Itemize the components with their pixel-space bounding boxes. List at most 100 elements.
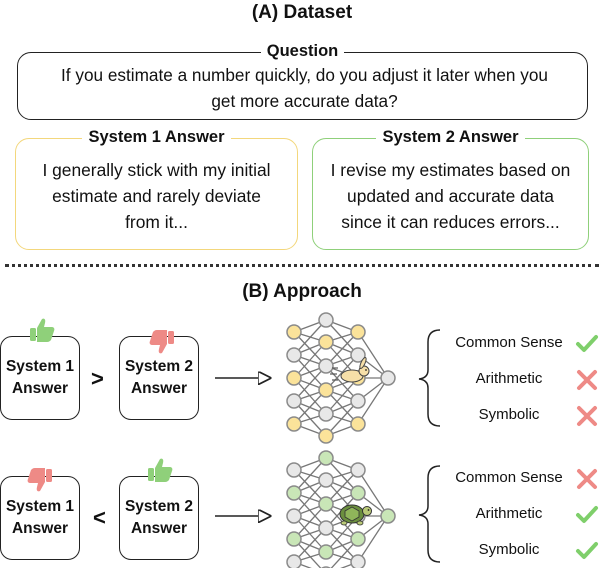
network-node [318, 406, 334, 422]
network-node [286, 462, 302, 478]
question-box: Question If you estimate a number quickl… [17, 42, 588, 120]
system1-answer-box: System 1 Answer I generally stick with m… [15, 128, 298, 250]
network-node [286, 416, 302, 432]
row1-system1-line: Answer [11, 380, 68, 397]
row2-system2-line: System 2 [124, 498, 194, 515]
cross-icon [577, 469, 597, 489]
approach-title: (B) Approach [242, 281, 362, 302]
turtle-icon [339, 504, 372, 526]
system2-line: since it can reduces errors... [341, 212, 560, 232]
network-edge [293, 457, 327, 494]
network-node [318, 312, 334, 328]
cross-icon [577, 370, 597, 390]
network-edge [293, 341, 327, 379]
question-text: If you estimate a number quickly, do you… [32, 62, 577, 114]
row1-brace [418, 329, 441, 427]
network-edge [325, 400, 359, 437]
network-edge [325, 469, 359, 505]
thumbs-up-icon [30, 318, 55, 342]
system1-line: estimate and rarely deviate [52, 186, 261, 206]
network-edge [357, 377, 389, 425]
network-edge [293, 479, 327, 517]
row2-result-label: Arithmetic [475, 505, 543, 522]
row2-system2-box: System 2 Answer [119, 476, 199, 560]
network-edge [293, 319, 327, 356]
network-node [286, 554, 302, 568]
system1-answer-label: System 1 Answer [82, 128, 231, 146]
row1-result-label: Arithmetic [475, 370, 543, 387]
row2-system1-line: Answer [11, 520, 68, 537]
network-node [350, 324, 366, 340]
system2-answer-text: I revise my estimates based on updated a… [321, 157, 580, 235]
network-edge [357, 515, 389, 563]
row1-system2-line: System 2 [124, 358, 194, 375]
row2-result-label: Symbolic [478, 541, 540, 558]
network-node [350, 485, 366, 501]
row1-system1-box: System 1 Answer [0, 336, 80, 420]
row2-brace [418, 465, 441, 563]
check-icon [576, 542, 598, 559]
check-icon [576, 506, 598, 523]
network-edge [293, 389, 327, 425]
thumbs-down-icon [149, 330, 174, 354]
network-node [318, 334, 334, 350]
network-node [350, 416, 366, 432]
system1-line: from it... [125, 212, 188, 232]
question-line: If you estimate a number quickly, do you… [61, 65, 548, 85]
network-node [380, 508, 396, 524]
question-label: Question [260, 42, 345, 60]
section-divider [5, 264, 599, 267]
network-edge [293, 503, 327, 540]
system2-line: I revise my estimates based on [330, 160, 571, 180]
network-node [286, 370, 302, 386]
network-node [318, 520, 334, 536]
rabbit-icon [330, 356, 370, 383]
network-node [318, 428, 334, 444]
network-node [350, 462, 366, 478]
network-node [286, 485, 302, 501]
network-edge [293, 527, 327, 563]
network-node [350, 531, 366, 547]
network-node [318, 450, 334, 466]
thumbs-up-icon [148, 458, 173, 482]
network-node [318, 358, 334, 374]
dataset-title: (A) Dataset [251, 2, 353, 23]
network-node [286, 324, 302, 340]
network-node [350, 347, 366, 363]
system1-answer-text: I generally stick with my initial estima… [24, 157, 289, 235]
network-node [350, 554, 366, 568]
row2-result-label: Common Sense [455, 469, 563, 486]
network-node [350, 393, 366, 409]
network-node [318, 472, 334, 488]
row1-comparator: > [91, 366, 104, 391]
network-node [286, 393, 302, 409]
system2-answer-label: System 2 Answer [376, 128, 525, 146]
network-edge [330, 538, 359, 568]
network-node [318, 382, 334, 398]
network-node [380, 370, 396, 386]
network-node [286, 531, 302, 547]
thumbs-down-icon [27, 468, 52, 492]
row1-neural-network [286, 312, 396, 444]
network-edge [357, 469, 389, 517]
system1-line: I generally stick with my initial [42, 160, 271, 180]
system2-line: updated and accurate data [347, 186, 554, 206]
row2-comparator: < [93, 505, 106, 530]
network-edge [325, 354, 359, 391]
row1-result-label: Symbolic [478, 406, 540, 423]
system2-answer-box: System 2 Answer I revise my estimates ba… [312, 128, 589, 250]
row1-system2-line: Answer [130, 380, 187, 397]
check-icon [576, 335, 598, 352]
network-edge [325, 377, 359, 415]
question-line: get more accurate data? [211, 91, 398, 111]
network-edge [293, 365, 327, 402]
row1-system2-box: System 2 Answer [119, 336, 199, 420]
row1-system1-line: System 1 [5, 358, 75, 375]
row2-system2-line: Answer [130, 520, 187, 537]
network-node [318, 496, 334, 512]
row1-result-label: Common Sense [455, 334, 563, 351]
network-edge [325, 331, 359, 367]
cross-icon [577, 406, 597, 426]
row2-system1-line: System 1 [5, 498, 75, 515]
